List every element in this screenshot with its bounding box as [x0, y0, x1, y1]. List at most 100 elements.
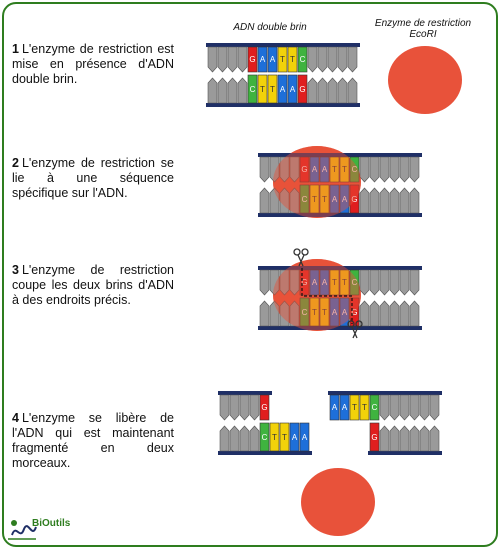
- nucleotide: [389, 300, 400, 327]
- base-letter: T: [332, 278, 337, 287]
- base-adenine: [267, 46, 278, 73]
- nucleotide: [279, 187, 290, 214]
- nucleotide: [327, 77, 338, 104]
- base-thymine: [319, 184, 330, 214]
- base-letter: A: [322, 278, 328, 287]
- base-adenine: [319, 269, 330, 296]
- base-letter: A: [260, 55, 266, 64]
- base-letter: C: [372, 403, 378, 412]
- base-letter: T: [342, 278, 347, 287]
- nucleotide: [227, 77, 238, 104]
- nucleotide: [369, 156, 380, 183]
- nucleotide: [307, 77, 318, 104]
- backbone-bottom: [368, 451, 442, 455]
- scissors-icon: [351, 326, 359, 339]
- nucleotide: [409, 425, 420, 452]
- base-letter: T: [282, 433, 287, 442]
- backbone-bottom: [258, 213, 422, 217]
- base-letter: G: [351, 195, 357, 204]
- base-letter: T: [260, 85, 265, 94]
- nucleotide: [317, 77, 328, 104]
- scissors-icon: [347, 320, 355, 328]
- base-letter: G: [301, 165, 307, 174]
- enzyme-released: [301, 468, 375, 536]
- base-guanine: [349, 297, 360, 327]
- base-thymine: [309, 297, 320, 327]
- base-thymine: [277, 46, 288, 73]
- nucleotide: [259, 156, 270, 183]
- nucleotide: [379, 300, 390, 327]
- nucleotide: [259, 269, 270, 296]
- base-cytosine: [369, 394, 380, 421]
- base-letter: T: [312, 195, 317, 204]
- nucleotide: [229, 425, 240, 452]
- base-cytosine: [297, 46, 308, 73]
- base-thymine: [339, 156, 350, 183]
- step-number: 4: [12, 411, 19, 425]
- base-letter: A: [332, 308, 338, 317]
- base-thymine: [257, 74, 268, 104]
- base-letter: T: [280, 55, 285, 64]
- base-letter: T: [270, 85, 275, 94]
- base-letter: T: [322, 308, 327, 317]
- base-letter: G: [301, 278, 307, 287]
- base-cytosine: [259, 422, 270, 452]
- base-guanine: [299, 269, 310, 296]
- nucleotide: [399, 187, 410, 214]
- backbone-top: [328, 391, 442, 395]
- base-letter: T: [322, 195, 327, 204]
- base-letter: G: [351, 308, 357, 317]
- backbone-top: [206, 43, 360, 47]
- nucleotide: [399, 156, 410, 183]
- backbone-top: [258, 153, 422, 157]
- nucleotide: [399, 394, 410, 421]
- nucleotide: [237, 77, 248, 104]
- step-text: L'enzyme se libère de l'ADN qui est main…: [12, 411, 174, 470]
- enzyme-ecori: [388, 46, 462, 114]
- nucleotide: [279, 300, 290, 327]
- enzyme-overlay: [273, 259, 361, 331]
- nucleotide: [259, 187, 270, 214]
- nucleotide: [379, 425, 390, 452]
- base-adenine: [287, 74, 298, 104]
- base-cytosine: [247, 74, 258, 104]
- nucleotide: [237, 46, 248, 73]
- nucleotide: [269, 300, 280, 327]
- base-letter: C: [262, 433, 268, 442]
- nucleotide: [347, 46, 358, 73]
- scissors-icon: [297, 254, 305, 267]
- base-letter: G: [261, 403, 267, 412]
- nucleotide: [359, 187, 370, 214]
- base-letter: G: [299, 85, 305, 94]
- nucleotide: [409, 269, 420, 296]
- base-letter: A: [270, 55, 276, 64]
- base-thymine: [279, 422, 290, 452]
- nucleotide: [379, 394, 390, 421]
- nucleotide: [409, 394, 420, 421]
- base-thymine: [349, 394, 360, 421]
- step-text: L'enzyme de restriction coupe les deux b…: [12, 263, 174, 307]
- enzyme-shapes: [301, 46, 462, 536]
- nucleotide: [219, 394, 230, 421]
- base-letter: T: [342, 165, 347, 174]
- base-adenine: [309, 269, 320, 296]
- base-letter: A: [280, 85, 286, 94]
- nucleotide: [219, 425, 230, 452]
- cut-line: [301, 268, 353, 324]
- nucleotide: [419, 394, 430, 421]
- base-letter: C: [250, 85, 256, 94]
- biooutils-logo: [8, 520, 37, 540]
- base-guanine: [297, 74, 308, 104]
- enzyme-header: Enzyme de restriction EcoRI: [368, 18, 478, 40]
- base-letter: T: [362, 403, 367, 412]
- base-letter: G: [249, 55, 255, 64]
- base-letter: T: [332, 165, 337, 174]
- base-letter: A: [302, 433, 308, 442]
